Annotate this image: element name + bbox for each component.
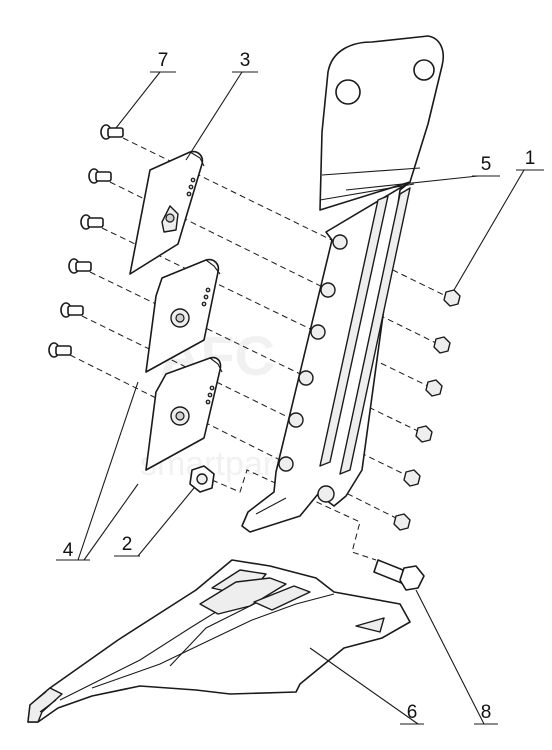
assembly-line (69, 354, 401, 521)
bracket-slot (339, 187, 411, 475)
callout-3: 3 (240, 50, 251, 71)
bracket-bolt-hole (320, 282, 336, 298)
large-nut (189, 465, 215, 493)
plate-edge (205, 259, 221, 275)
hex-nut (403, 469, 421, 487)
share-mount-block (199, 577, 287, 615)
assembly-line (89, 271, 425, 435)
bracket-fold-line (319, 183, 415, 201)
leader-8 (415, 589, 485, 725)
plate-dot (207, 392, 213, 398)
plate-edge (209, 357, 223, 373)
hex-bolt (373, 559, 425, 591)
assembly-line (81, 315, 413, 479)
hex-nut (433, 336, 451, 354)
leader-2 (137, 487, 195, 557)
callout-6: 6 (407, 702, 418, 723)
plate-bolt-head (175, 411, 185, 421)
leader-5 (345, 175, 479, 191)
bolt-shank (55, 345, 72, 356)
wear-plate-middle (145, 258, 221, 373)
plate-bolt-head (175, 313, 185, 323)
bolt-shank (75, 261, 92, 272)
leader-4b (83, 483, 139, 561)
bolt-hex-head (399, 565, 425, 591)
callout-5: 5 (481, 154, 492, 175)
bracket-edge (255, 497, 287, 515)
mounting-bracket (241, 35, 444, 533)
bolt-shank (95, 171, 112, 182)
leader-7 (115, 71, 161, 129)
bolt-shank (67, 305, 84, 316)
bracket-top-hole (413, 59, 435, 81)
bracket-plate (241, 35, 444, 533)
callout-labels: 7 3 5 1 4 2 6 8 (63, 50, 536, 723)
bolt-shank (107, 127, 124, 138)
plate-dot (205, 287, 211, 293)
wear-plate-lower (145, 356, 223, 471)
bracket-bolt-hole (310, 324, 326, 340)
plate-dot (190, 177, 196, 183)
share-body (27, 559, 411, 723)
callout-7: 7 (158, 50, 169, 71)
plate-dot (186, 191, 192, 197)
carriage-bolt (68, 258, 92, 274)
leader-lines (56, 71, 544, 725)
plate-dot (209, 385, 215, 391)
wear-plate-top (129, 150, 205, 275)
hex-nut (393, 513, 411, 531)
bracket-bolt-hole (332, 234, 348, 250)
plate-dot (205, 399, 211, 405)
plate-dot (203, 294, 209, 300)
large-nut-hole (196, 473, 208, 485)
share-mount-block (253, 585, 311, 611)
hex-nut (443, 289, 461, 307)
bracket-bottom-hole (317, 485, 335, 503)
share-wing-tip (355, 617, 385, 633)
share-tip (27, 687, 63, 723)
carriage-bolt (60, 302, 84, 318)
share-ridge (91, 593, 335, 689)
share-tip-edge (35, 691, 57, 713)
plate-dot (201, 301, 207, 307)
hex-nut (415, 425, 433, 443)
leader-6 (309, 647, 419, 725)
bracket-top-hole (335, 79, 361, 105)
bracket-fold-line (321, 167, 421, 176)
leader-4a (77, 381, 139, 561)
leader-3 (185, 71, 243, 161)
carriage-bolt (100, 124, 124, 140)
plate-bolt-head (165, 213, 175, 223)
callout-1: 1 (525, 148, 536, 169)
carriage-bolt (88, 168, 112, 184)
carriage-bolt (80, 214, 104, 230)
carriage-bolts (48, 124, 124, 358)
bracket-bolt-hole (298, 370, 314, 386)
cultivator-share (27, 559, 411, 723)
leader-1 (453, 169, 525, 291)
bolt-shank (87, 217, 104, 228)
hex-nuts (393, 289, 461, 531)
plate-edge (189, 151, 205, 167)
hex-nut (425, 379, 443, 397)
callout-4: 4 (63, 540, 74, 561)
bracket-bolt-hole (288, 412, 304, 428)
callout-2: 2 (122, 534, 133, 555)
callout-8: 8 (481, 702, 492, 723)
plate-dot (188, 184, 194, 190)
bracket-slot (319, 195, 389, 467)
carriage-bolt (48, 342, 72, 358)
bracket-bolt-hole (278, 456, 294, 472)
